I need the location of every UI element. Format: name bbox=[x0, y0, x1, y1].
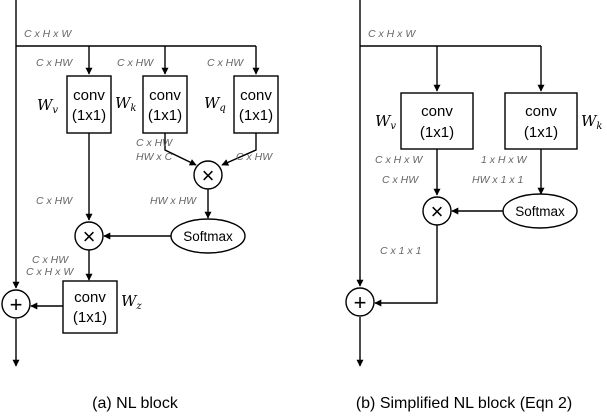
a-k-to-mult bbox=[164, 133, 197, 166]
b-weight-k: Wk bbox=[581, 112, 602, 132]
a-dim-v: C x HW bbox=[36, 57, 73, 69]
a-q-to-mult bbox=[221, 133, 257, 166]
b-input-dim: C x H x W bbox=[368, 28, 416, 40]
a-dim-k-out1: C x HW bbox=[136, 137, 173, 149]
a-conv-q-line2: (1x1) bbox=[239, 107, 273, 124]
b-dim-v-out1: C x H x W bbox=[375, 154, 423, 166]
b-conv-v-line2: (1x1) bbox=[420, 124, 454, 141]
b-mult-to-add bbox=[374, 225, 438, 307]
a-softmax-label: Softmax bbox=[183, 229, 233, 244]
b-dim-v-out2: C x HW bbox=[382, 174, 419, 186]
a-add-symbol: + bbox=[10, 292, 23, 317]
a-conv-k-box bbox=[142, 75, 188, 134]
a-dim-mult2-out2: C x H x W bbox=[26, 266, 74, 278]
a-conv-k-line1: conv bbox=[149, 87, 181, 104]
a-weight-k: Wk bbox=[115, 94, 136, 114]
b-multiply-symbol: × bbox=[431, 199, 444, 224]
b-conv-v-box bbox=[400, 92, 474, 150]
a-conv-q-box bbox=[233, 75, 279, 134]
b-add-op bbox=[345, 287, 375, 317]
a-weight-z: Wz bbox=[121, 292, 142, 312]
a-dim-k: C x HW bbox=[117, 57, 154, 69]
b-dim-k-out1: 1 x H x W bbox=[481, 154, 528, 166]
panel-a: C x H x W C x HW C x HW C x HW conv (1x1… bbox=[1, 0, 279, 412]
a-conv-k-line2: (1x1) bbox=[148, 107, 182, 124]
panel-b: C x H x W conv (1x1) Wv conv (1x1) Wk C … bbox=[345, 0, 602, 412]
b-conv-k-box bbox=[504, 92, 578, 150]
a-caption: (a) NL block bbox=[92, 395, 179, 412]
a-dim-q-out: C x HW bbox=[236, 151, 273, 163]
a-multiply-symbol-1: × bbox=[202, 163, 215, 188]
a-conv-q-line1: conv bbox=[240, 87, 272, 104]
a-multiply-symbol-2: × bbox=[83, 224, 96, 249]
a-add-op bbox=[1, 289, 31, 319]
a-dim-v-out: C x HW bbox=[36, 195, 73, 207]
a-dim-k-out2: HW x C bbox=[136, 151, 173, 163]
a-conv-v-line1: conv bbox=[73, 87, 105, 104]
b-softmax-label: Softmax bbox=[515, 204, 565, 219]
a-conv-v-line2: (1x1) bbox=[72, 107, 106, 124]
b-dim-k-out2: HW x 1 x 1 bbox=[472, 174, 523, 186]
a-conv-v-box bbox=[66, 75, 112, 134]
a-weight-q: Wq bbox=[204, 94, 226, 114]
b-conv-v-line1: conv bbox=[421, 103, 453, 120]
b-weight-v: Wv bbox=[375, 112, 396, 132]
a-conv-z-line2: (1x1) bbox=[73, 309, 107, 326]
a-dim-q: C x HW bbox=[207, 57, 244, 69]
b-add-symbol: + bbox=[354, 290, 367, 315]
a-conv-z-line1: conv bbox=[74, 289, 106, 306]
a-conv-z-box bbox=[62, 280, 118, 334]
a-input-dim: C x H x W bbox=[24, 28, 72, 40]
a-weight-v: Wv bbox=[37, 96, 58, 116]
b-conv-k-line2: (1x1) bbox=[524, 124, 558, 141]
a-dim-mult2-out1: C x HW bbox=[32, 254, 69, 266]
b-dim-mult-out: C x 1 x 1 bbox=[380, 245, 421, 257]
b-caption: (b) Simplified NL block (Eqn 2) bbox=[356, 395, 572, 412]
b-conv-k-line1: conv bbox=[525, 103, 557, 120]
a-dim-mult-out: HW x HW bbox=[150, 195, 197, 207]
